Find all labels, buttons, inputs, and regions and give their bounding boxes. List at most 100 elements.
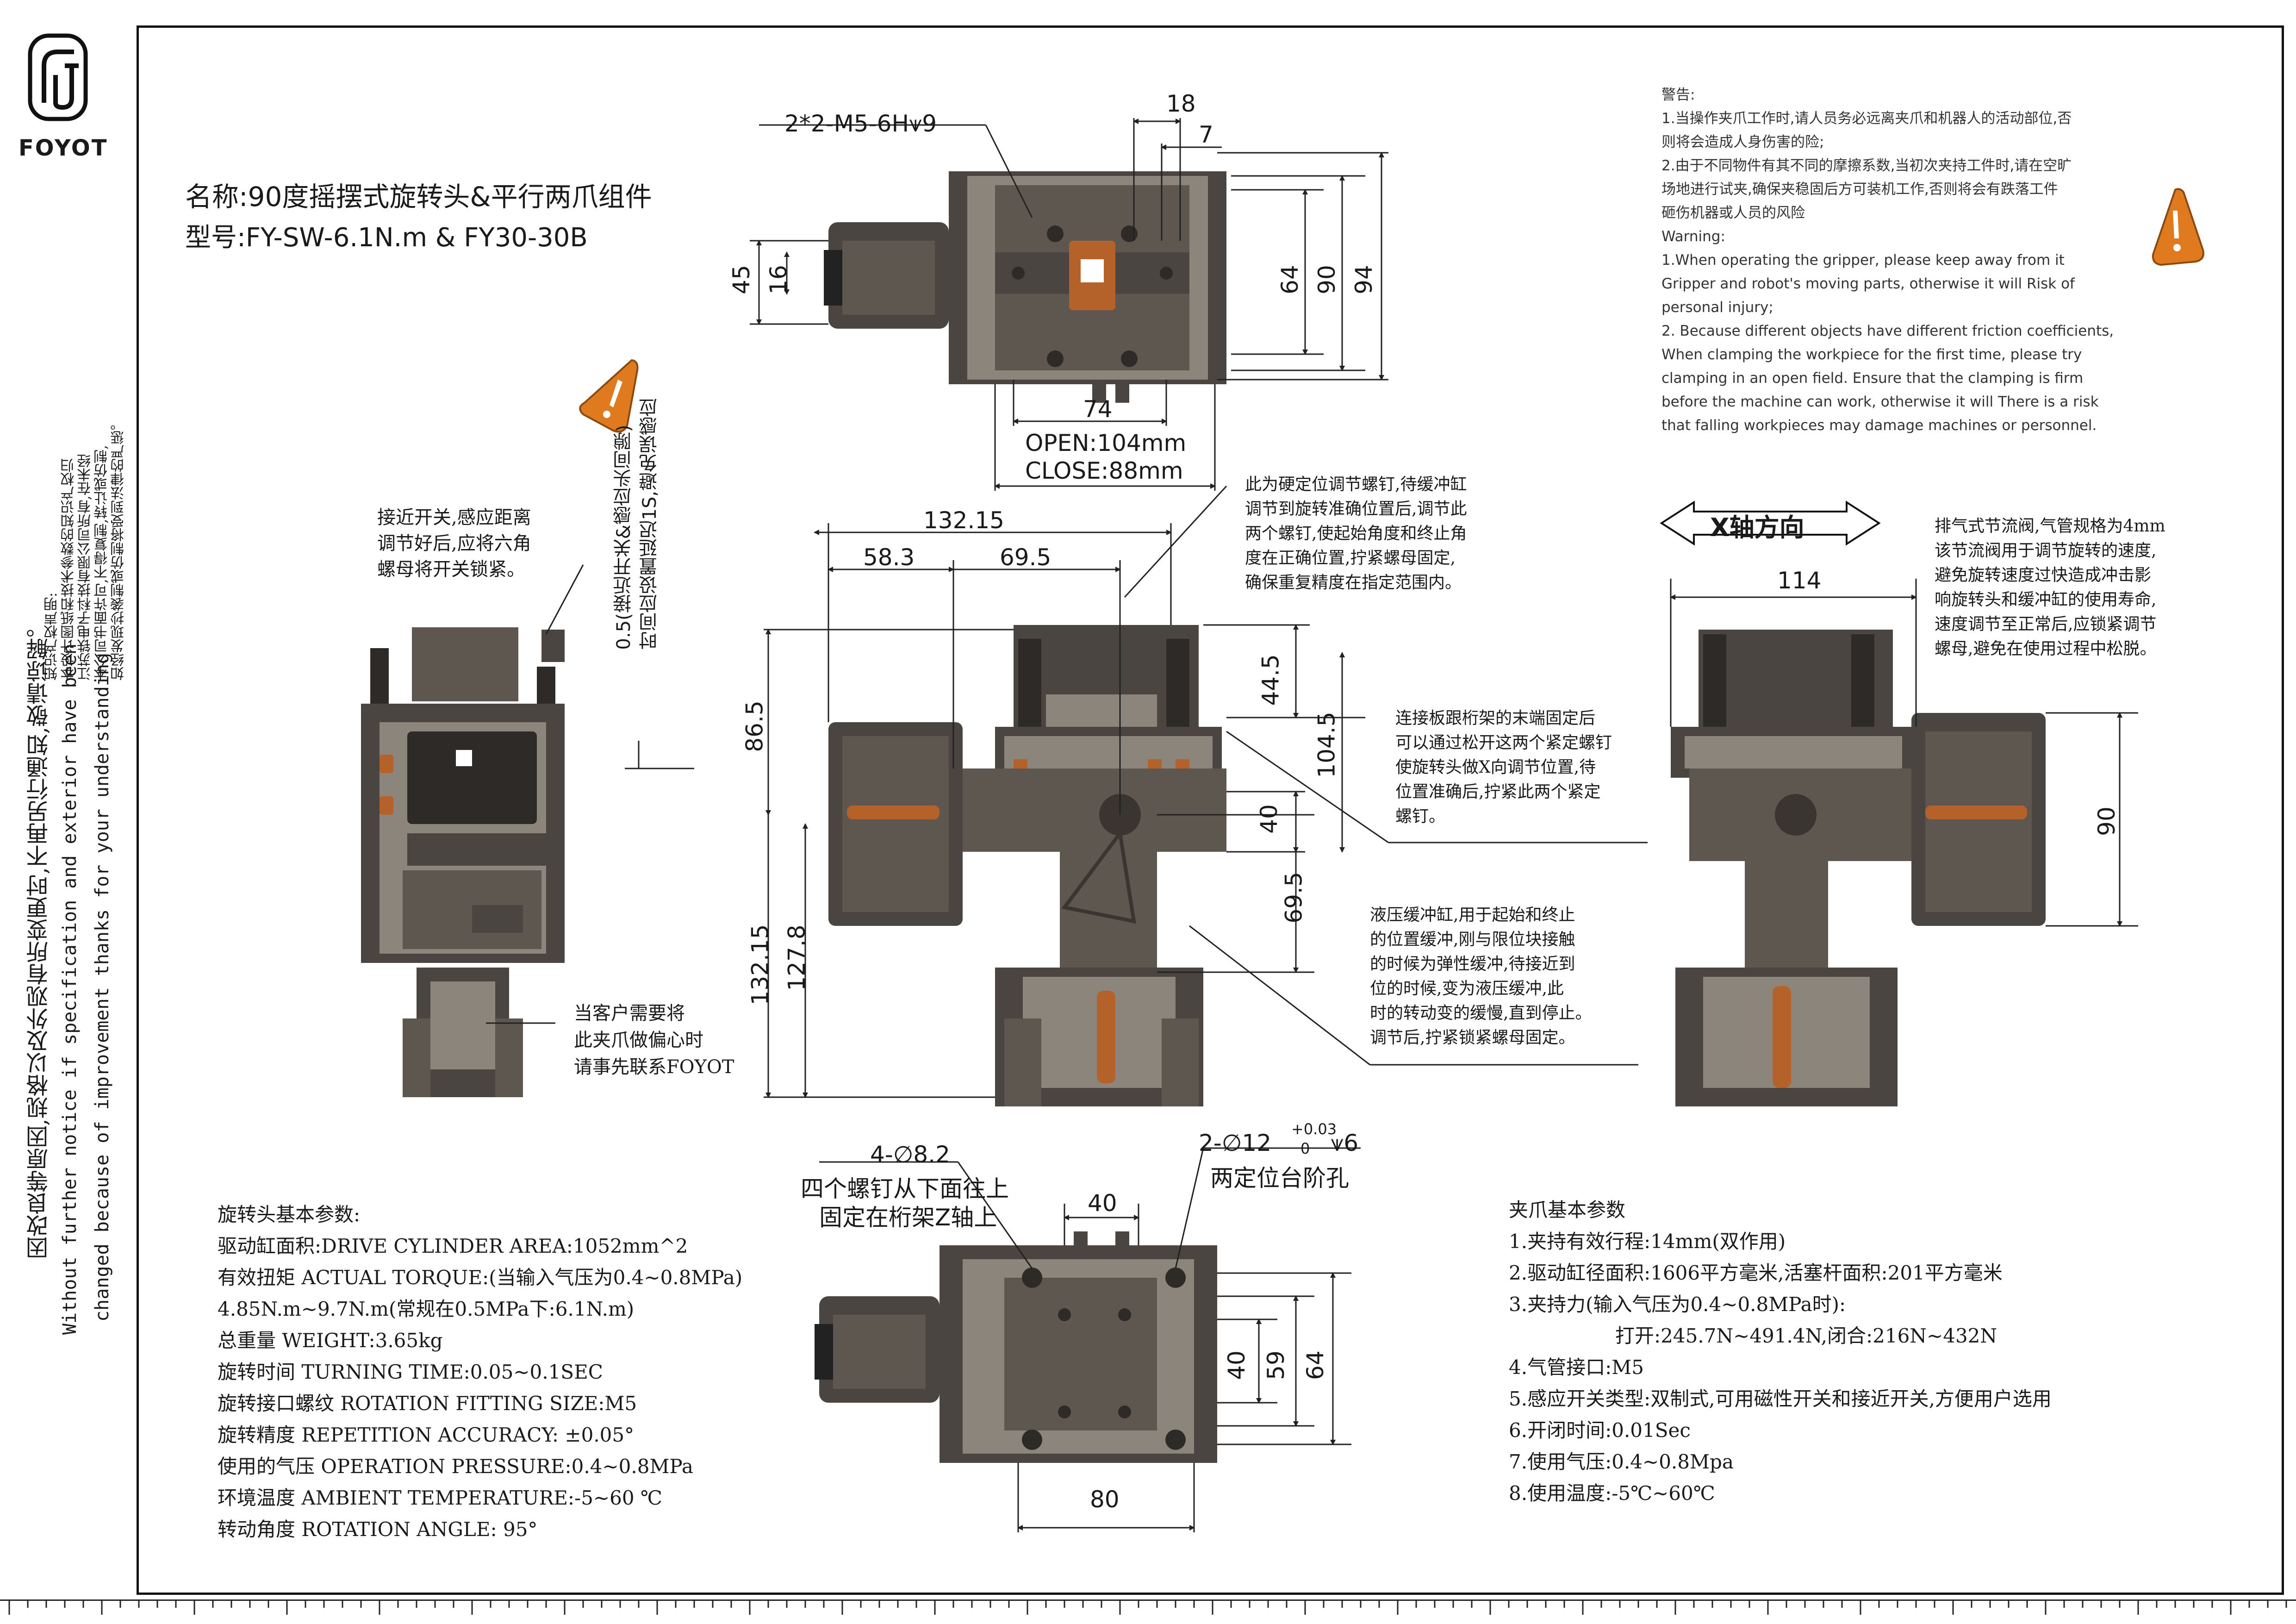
note-line: 液压缓冲缸,用于起始和终止 bbox=[1370, 906, 1575, 924]
param-line: 总重量 WEIGHT:3.65kg bbox=[218, 1329, 443, 1352]
connect-plate-note: 连接板跟桁架的末端固定后 可以通过松开这两个紧定螺钉 使旋转头做X向调节位置,待… bbox=[1395, 706, 1659, 829]
dim-label: 80 bbox=[1090, 1486, 1120, 1513]
note-line: 调节到旋转准确位置后,调节此 bbox=[1245, 500, 1467, 518]
product-name: 名称:90度摇摆式旋转头&平行两爪组件 bbox=[185, 181, 652, 212]
dim-label: 114 bbox=[1777, 567, 1822, 594]
brand-name: FOYOT bbox=[19, 135, 108, 161]
note-line: 可以通过松开这两个紧定螺钉 bbox=[1395, 733, 1612, 752]
warning-line: clamping in an open field. Ensure that t… bbox=[1661, 370, 2084, 387]
dim-label: 64 bbox=[1301, 1350, 1329, 1380]
note-line: 位的时候,变为液压缓冲,此 bbox=[1370, 979, 1564, 998]
dim-label: 58.3 bbox=[863, 544, 915, 571]
param-line: 6.开闭时间:0.01Sec bbox=[1509, 1419, 1691, 1442]
param-line: 转动角度 ROTATION ANGLE: 95° bbox=[218, 1518, 538, 1541]
warning-line: 砸伤机器或人员的风险 bbox=[1661, 205, 1805, 221]
note-line: 度在正确位置,拧紧螺母固定, bbox=[1245, 549, 1456, 568]
param-line: 旋转时间 TURNING TIME:0.05~0.1SEC bbox=[218, 1361, 603, 1383]
sensor-gap-note: 0.5(接近开关&感应头间隙) 时间应设置延迟1S,避免误感应 bbox=[611, 398, 663, 650]
dim-label: 127.8 bbox=[783, 924, 810, 991]
warning-line: 则将会造成人身伤害的险; bbox=[1661, 134, 1824, 150]
param-line: 4.气管接口:M5 bbox=[1509, 1356, 1644, 1379]
param-line: 旋转接口螺纹 ROTATION FITTING SIZE:M5 bbox=[218, 1392, 637, 1415]
dim-label: 69.5 bbox=[1000, 544, 1052, 571]
x-axis-arrow-icon bbox=[1660, 500, 1881, 546]
warning-line: When clamping the workpiece for the firs… bbox=[1661, 346, 2082, 363]
note-line: 0.5(接近开关&感应头间隙) bbox=[613, 425, 635, 650]
bottom-view bbox=[815, 1147, 1361, 1532]
holes-note: 四个螺钉从下面往上 bbox=[801, 1175, 1009, 1202]
dim-label: 86.5 bbox=[741, 700, 768, 752]
params-heading: 旋转头基本参数: bbox=[218, 1203, 361, 1226]
open-stroke: OPEN:104mm bbox=[1025, 430, 1187, 456]
note-line: 时间应设置延迟1S,避免误感应 bbox=[639, 398, 660, 650]
note-line: 此为硬定位调节螺钉,待缓冲缸 bbox=[1245, 475, 1467, 494]
note-line: 该节流阀用于调节旋转的速度, bbox=[1935, 541, 2157, 560]
warning-icon bbox=[2152, 188, 2204, 266]
warning-line: 1.当操作夹爪工作时,请人员务必远离夹爪和机器人的活动部位,否 bbox=[1661, 110, 2072, 127]
close-stroke: CLOSE:88mm bbox=[1025, 457, 1183, 484]
sensor-note: 接近开关,感应距离 调节好后,应将六角 螺母将开关锁紧。 bbox=[377, 505, 572, 582]
note-line: 响旋转头和缓冲缸的使用寿命, bbox=[1935, 590, 2157, 609]
note-line: 螺母将开关锁紧。 bbox=[377, 559, 525, 580]
dim-label: 69.5 bbox=[1280, 872, 1307, 924]
dim-label: 132.15 bbox=[747, 924, 774, 1006]
dim-label: 40 bbox=[1223, 1350, 1250, 1380]
param-line: 旋转精度 REPETITION ACCURACY: ±0.05° bbox=[218, 1424, 635, 1446]
front-view bbox=[764, 485, 1648, 1106]
note-line: 速度调节至正常后,应锁紧调节 bbox=[1935, 615, 2157, 634]
warning-line: 场地进行试夹,确保夹稳固后方可装机工作,否则将会有跌落工件 bbox=[1661, 181, 2058, 198]
warning-text: 警告: 1.当操作夹爪工作时,请人员务必远离夹爪和机器人的活动部位,否 则将会造… bbox=[1661, 83, 2143, 437]
holes-note: 固定在桁架Z轴上 bbox=[819, 1204, 997, 1231]
note-line: 接近开关,感应距离 bbox=[377, 507, 531, 528]
params-heading: 夹爪基本参数 bbox=[1509, 1199, 1626, 1221]
dim-label: 45 bbox=[728, 265, 755, 294]
param-line: 1.夹持有效行程:14mm(双作用) bbox=[1509, 1230, 1786, 1253]
warning-line: 警告: bbox=[1661, 87, 1695, 103]
param-line: 3.夹持力(输入气压为0.4~0.8MPa时): bbox=[1509, 1293, 1846, 1316]
dim-label: 40 bbox=[1255, 804, 1282, 834]
dim-label: 44.5 bbox=[1257, 654, 1284, 706]
dim-label: 90 bbox=[1313, 265, 1340, 294]
dim-label: 7 bbox=[1199, 121, 1213, 148]
side-view bbox=[361, 564, 694, 1097]
dim-label: 40 bbox=[1088, 1190, 1117, 1217]
thread-callout: 2*2-M5-6H⩛9 bbox=[784, 110, 937, 137]
holes-callout: 4-∅8.2 bbox=[870, 1141, 950, 1168]
top-view bbox=[750, 118, 1388, 491]
dim-label: 94 bbox=[1350, 265, 1377, 294]
rotary-params: 旋转头基本参数: 驱动缸面积:DRIVE CYLINDER AREA:1052m… bbox=[218, 1199, 865, 1545]
product-model: 型号:FY-SW-6.1N.m & FY30-30B bbox=[185, 223, 588, 253]
note-line: 时的转动变的缓慢,直到停止。 bbox=[1370, 1004, 1592, 1023]
param-line: 4.85N.m~9.7N.m(常规在0.5MPa下:6.1N.m) bbox=[218, 1298, 635, 1320]
warning-line: personal injury; bbox=[1661, 299, 1773, 316]
note-line: 此夹爪做偏心时 bbox=[574, 1030, 703, 1051]
warning-line: 1.When operating the gripper, please kee… bbox=[1661, 252, 2065, 269]
gripper-params: 夹爪基本参数 1.夹持有效行程:14mm(双作用) 2.驱动缸径面积:1606平… bbox=[1509, 1194, 2249, 1509]
stop-bolt-note: 此为硬定位调节螺钉,待缓冲缸 调节到旋转准确位置后,调节此 两个螺钉,使起始角度… bbox=[1245, 472, 1541, 595]
warning-line: before the machine can work, otherwise i… bbox=[1661, 394, 2099, 410]
eccentric-note: 当客户需要将 此夹爪做偏心时 请事先联系FOYOT bbox=[574, 1000, 750, 1081]
dim-label: 132.15 bbox=[923, 507, 1004, 534]
param-line: 环境温度 AMBIENT TEMPERATURE:-5~60 ℃ bbox=[218, 1487, 662, 1509]
param-line: 2.驱动缸径面积:1606平方毫米,活塞杆面积:201平方毫米 bbox=[1509, 1262, 2003, 1284]
drawing-frame bbox=[137, 25, 2284, 1595]
note-line: 螺母,避免在使用过程中松脱。 bbox=[1935, 639, 2157, 658]
right-view bbox=[1660, 500, 2138, 1106]
dim-label: 64 bbox=[1276, 265, 1303, 294]
note-line: 位置准确后,拧紧此两个紧定 bbox=[1395, 782, 1601, 801]
note-line: 的时候为弹性缓冲,待接近到 bbox=[1370, 955, 1575, 974]
warning-line: Warning: bbox=[1661, 228, 1725, 245]
param-line: 打开:245.7N~491.4N,闭合:216N~432N bbox=[1615, 1324, 1997, 1347]
warning-line: that falling workpieces may damage machi… bbox=[1661, 417, 2097, 434]
note-line: 连接板跟桁架的末端固定后 bbox=[1395, 709, 1596, 728]
param-line: 5.感应开关类型:双制式,可用磁性开关和接近开关,方便用户选用 bbox=[1509, 1387, 2052, 1410]
param-line: 7.使用气压:0.4~0.8Mpa bbox=[1509, 1450, 1734, 1473]
warning-icon bbox=[579, 359, 639, 433]
pin-tolerance-lower: 0 bbox=[1300, 1140, 1310, 1157]
note-line: 当客户需要将 bbox=[574, 1003, 685, 1024]
note-line: 调节好后,应将六角 bbox=[377, 533, 531, 554]
ruler-ticks bbox=[8, 1601, 2287, 1615]
pin-depth: ⩛6 bbox=[1331, 1130, 1359, 1156]
pin-callout: 2-∅12 bbox=[1199, 1130, 1272, 1156]
